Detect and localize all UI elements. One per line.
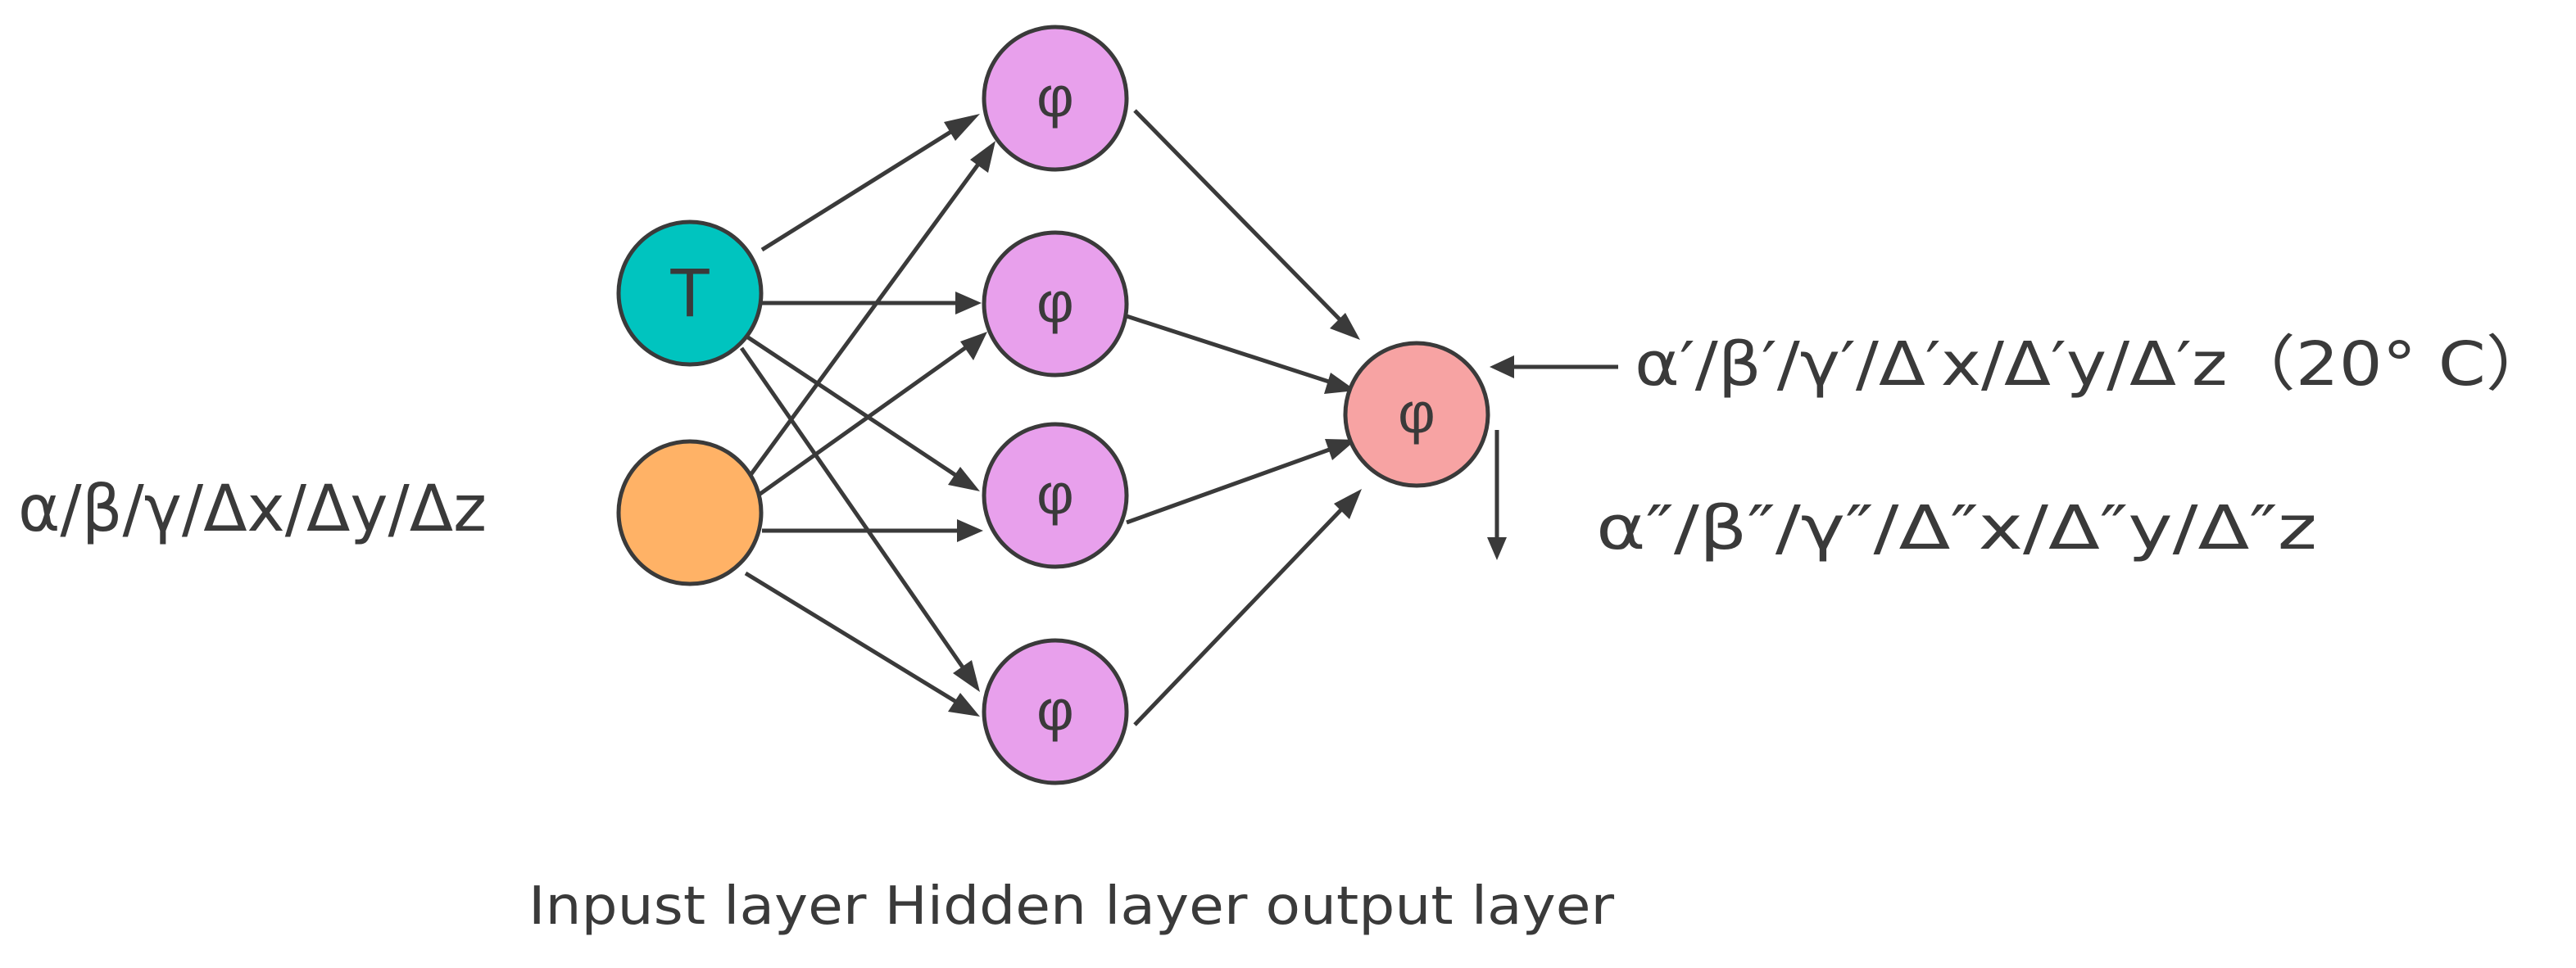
arrowhead-orange-to-hidden-4	[948, 693, 980, 717]
arrowhead-hidden-1-to-output	[1330, 313, 1360, 340]
arrowhead-t-to-hidden-4	[953, 660, 980, 692]
arrowhead-output-down	[1487, 537, 1507, 560]
reference-variables-label: α′/β′/γ′/Δ′x/Δ′y/Δ′z（20° C）	[1635, 329, 2554, 400]
arrowhead-orange-to-hidden-2	[960, 332, 987, 360]
edge-t-to-hidden-1	[760, 124, 960, 252]
output-variables-label: α″/β″/γ″/Δ″x/Δ″y/Δ″z	[1596, 493, 2317, 563]
edge-orange-to-hidden-2	[756, 343, 970, 498]
input-variables-label: α/β/γ/Δx/Δy/Δz	[18, 473, 487, 546]
edge-hidden-4-to-output	[1133, 504, 1347, 726]
input-node-t	[616, 219, 764, 367]
output-node	[1343, 341, 1490, 488]
edge-orange-to-hidden-4	[744, 571, 962, 707]
input-node-t-label: T	[669, 254, 710, 331]
hidden-node-1-label: φ	[1036, 65, 1073, 129]
hidden-layer: φ φ φ φ	[982, 25, 1129, 785]
hidden-node-1	[982, 25, 1129, 172]
hidden-node-3-label: φ	[1036, 462, 1073, 526]
hidden-node-2-label: φ	[1036, 270, 1073, 334]
hidden-node-3	[982, 422, 1129, 569]
layer-caption: Inpust layer Hidden layer output layer	[528, 876, 1615, 937]
arrowhead-reference-into-output	[1490, 355, 1514, 378]
edge-hidden-1-to-output	[1133, 109, 1345, 325]
arrowhead-orange-to-hidden-3	[957, 519, 983, 542]
edge-t-to-hidden-3	[744, 333, 962, 481]
edge-hidden-3-to-output	[1126, 446, 1335, 525]
edge-hidden-2-to-output	[1126, 314, 1335, 386]
arrowhead-hidden-3-to-output	[1325, 439, 1356, 460]
arrowhead-t-to-hidden-3	[948, 467, 980, 491]
hidden-node-2	[982, 230, 1129, 378]
edge-orange-to-hidden-1	[739, 158, 984, 489]
arrowhead-hidden-4-to-output	[1334, 489, 1362, 519]
hidden-node-4	[982, 638, 1129, 785]
output-layer: φ	[1343, 341, 1490, 488]
arrowhead-orange-to-hidden-1	[970, 141, 995, 173]
edge-t-to-hidden-4	[739, 346, 969, 675]
edges	[739, 109, 1618, 726]
arrowhead-t-to-hidden-2	[955, 292, 982, 314]
input-layer: T	[616, 219, 764, 586]
output-node-label: φ	[1398, 381, 1435, 445]
arrowhead-t-to-hidden-1	[944, 114, 980, 141]
hidden-node-4-label: φ	[1036, 678, 1073, 742]
input-node-orange	[616, 439, 764, 586]
